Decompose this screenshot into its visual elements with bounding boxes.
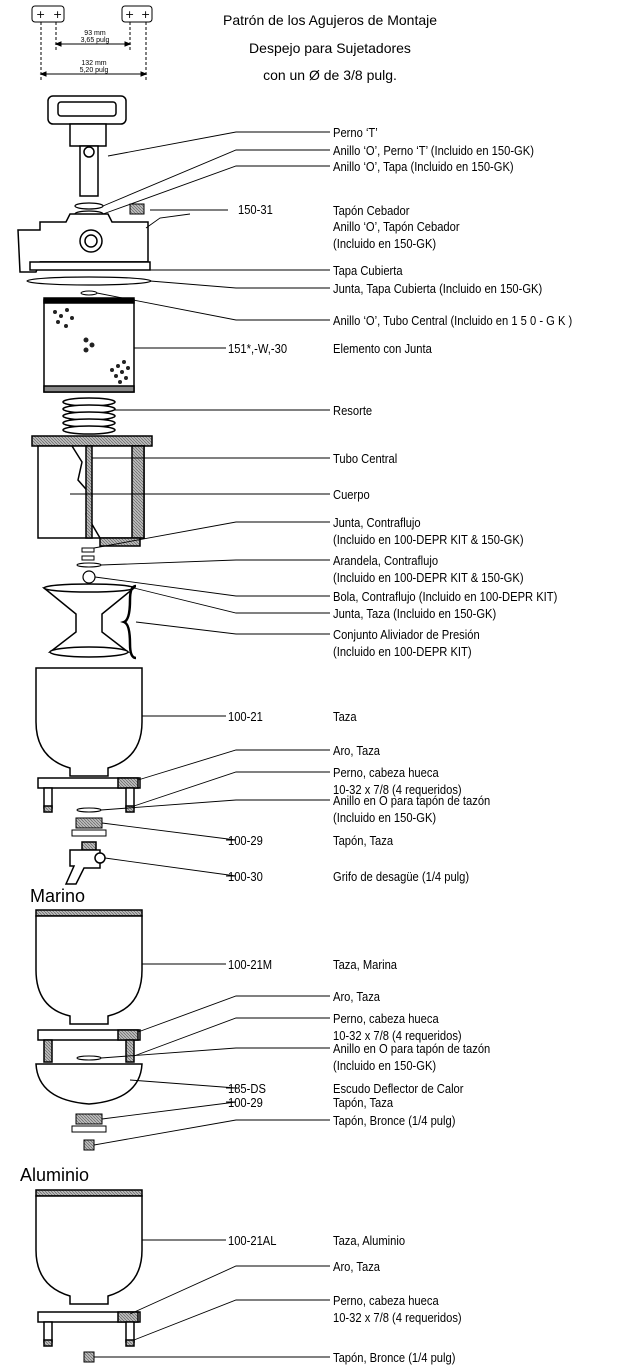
bowl-drawing	[35, 667, 143, 813]
marine-bowl-drawing	[35, 909, 143, 1063]
section-aluminum: Aluminio	[20, 1165, 90, 1185]
part-label: Aro, Taza	[333, 989, 381, 1004]
part-number: 100-29	[228, 1095, 263, 1110]
part-label: Perno ‘T’	[333, 125, 378, 140]
part-label: (Incluido en 100-DEPR KIT & 150-GK)	[333, 570, 524, 585]
spring-drawing	[62, 397, 116, 435]
part-label: Anillo ‘O’, Tapón Cebador	[333, 219, 460, 234]
svg-text:+: +	[53, 8, 62, 21]
part-label: (Incluido en 150-GK)	[333, 810, 437, 825]
part-label: (Incluido en 150-GK)	[333, 236, 437, 251]
part-label: 10-32 x 7/8 (4 requeridos)	[333, 1028, 462, 1043]
t-bolt-drawing	[47, 95, 127, 197]
part-label: Junta, Contraflujo	[333, 515, 421, 530]
filter-element-drawing	[43, 297, 135, 393]
part-label: Perno, cabeza hueca	[333, 765, 439, 780]
part-label: Anillo ‘O’, Tubo Central (Incluido en 1 …	[333, 313, 573, 328]
body-drawing	[31, 435, 153, 547]
part-label: Taza, Marina	[333, 957, 398, 972]
part-label: Tapón, Taza	[333, 833, 394, 848]
part-label: Elemento con Junta	[333, 341, 432, 356]
part-label: Junta, Taza (Incluido en 150-GK)	[333, 606, 497, 621]
part-label: Tubo Central	[333, 451, 398, 466]
part-number: 185-DS	[228, 1081, 266, 1096]
part-number: 100-21	[228, 709, 263, 724]
part-label: Arandela, Contraflujo	[333, 553, 439, 568]
part-label: Resorte	[333, 403, 373, 418]
part-label: Perno, cabeza hueca	[333, 1011, 439, 1026]
part-label: Grifo de desagüe (1/4 pulg)	[333, 869, 470, 884]
part-label: Anillo ‘O’, Tapa (Incluido en 150-GK)	[333, 159, 514, 174]
drain-valve-drawing	[64, 841, 106, 885]
part-label: Tapón, Bronce (1/4 pulg)	[333, 1113, 456, 1128]
header-title-line1: Patrón de los Agujeros de Montaje	[222, 12, 438, 28]
part-label: Tapón, Taza	[333, 1095, 394, 1110]
part-label: Escudo Deflector de Calor	[333, 1081, 464, 1096]
aluminum-bowl-drawing	[35, 1189, 143, 1347]
part-number: 151*,-W,-30	[228, 341, 288, 356]
part-label: Taza, Aluminio	[333, 1233, 406, 1248]
dimension-inner-in: 3,65 pulg	[80, 37, 110, 44]
part-label: Aro, Taza	[333, 1259, 381, 1274]
section-marine: Marino	[30, 886, 86, 906]
relief-valve-drawing	[41, 583, 137, 660]
part-number: 150-31	[238, 202, 273, 217]
part-number: 100-29	[228, 833, 263, 848]
svg-text:+: +	[141, 8, 150, 21]
leader-lines	[70, 131, 330, 1358]
cover-head-drawing	[17, 213, 151, 273]
header-title-line3: con un Ø de 3/8 pulg.	[263, 67, 397, 83]
part-label: Bola, Contraflujo (Incluido en 100-DEPR …	[333, 589, 558, 604]
part-label: Tapa Cubierta	[333, 263, 403, 278]
part-label: (Incluido en 150-GK)	[333, 1058, 437, 1073]
svg-text:+: +	[125, 8, 134, 21]
part-label: 10-32 x 7/8 (4 requeridos)	[333, 782, 462, 797]
part-label: Perno, cabeza hueca	[333, 1293, 439, 1308]
part-label: Cuerpo	[333, 487, 370, 502]
part-label: 10-32 x 7/8 (4 requeridos)	[333, 1310, 462, 1325]
part-label: Taza	[333, 709, 357, 724]
dimension-outer-in: 5,20 pulg	[79, 67, 109, 74]
part-number: 100-21M	[228, 957, 273, 972]
part-label: Anillo en O para tapón de tazón	[333, 1041, 491, 1056]
part-label: Tapón Cebador	[333, 203, 410, 218]
part-label: Junta, Tapa Cubierta (Incluido en 150-GK…	[333, 281, 543, 296]
part-number: 100-21AL	[228, 1233, 277, 1248]
mounting-hole-pattern: + + + +	[31, 5, 153, 80]
part-label: (Incluido en 100-DEPR KIT & 150-GK)	[333, 532, 524, 547]
part-label: Aro, Taza	[333, 743, 381, 758]
part-label: Tapón, Bronce (1/4 pulg)	[333, 1350, 456, 1365]
part-label: Anillo ‘O’, Perno ‘T’ (Incluido en 150-G…	[333, 143, 534, 158]
part-label: Anillo en O para tapón de tazón	[333, 793, 491, 808]
dimension-inner-mm: 93 mm	[84, 30, 106, 37]
part-label: (Incluido en 100-DEPR KIT)	[333, 644, 472, 659]
dimension-outer-mm: 132 mm	[81, 60, 107, 67]
svg-text:+: +	[36, 8, 45, 21]
heat-deflector-shield-drawing	[35, 1063, 143, 1105]
header-title-line2: Despejo para Sujetadores	[249, 40, 411, 56]
part-number: 100-30	[228, 869, 263, 884]
part-label: Conjunto Aliviador de Presión	[333, 627, 480, 642]
